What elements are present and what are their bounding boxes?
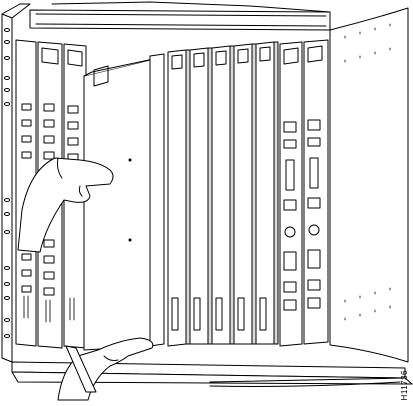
left-mounting-holes (4, 28, 10, 338)
blank-slot-covers (149, 41, 279, 347)
card-being-inserted (83, 57, 159, 351)
processor-card-1 (279, 41, 303, 347)
rack-frame (1, 1, 413, 387)
processor-card-2 (303, 39, 329, 345)
left-line-card-1 (15, 39, 37, 347)
hand-on-ejector (57, 337, 154, 401)
right-side-panel-dots (344, 23, 391, 321)
hand-pushing-card (17, 157, 114, 253)
figure-id-label: H11736 (400, 369, 409, 400)
